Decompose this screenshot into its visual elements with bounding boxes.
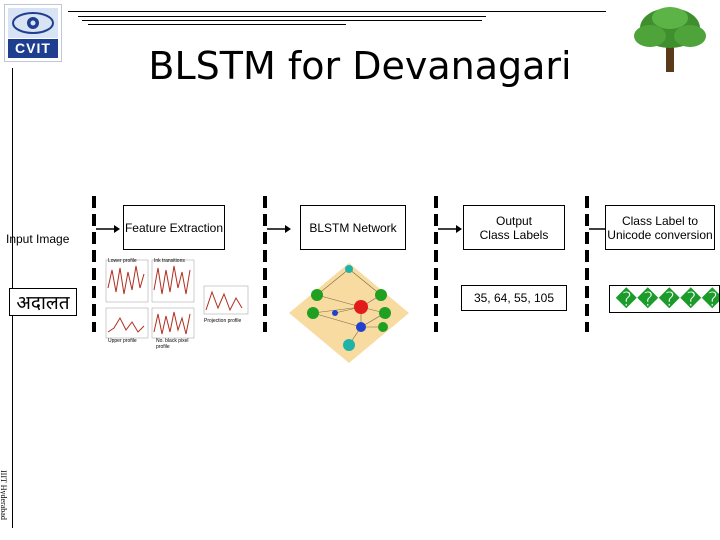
logo-text: CVIT [8,39,58,58]
blstm-network-diagram [283,255,415,370]
cvit-logo: CVIT [4,4,62,62]
class-labels-value: 35, 64, 55, 105 [473,291,555,305]
separator-1 [92,196,96,332]
feature-extraction-label: Feature Extraction [124,220,224,235]
ink-transitions-label: Ink transitions [154,258,185,264]
unicode-conversion-box: Class Label to Unicode conversion [605,205,715,250]
footer-institution: IIIT Hyderabad [0,470,8,520]
output-label-line2: Class Labels [479,227,549,242]
blstm-network-box: BLSTM Network [300,205,406,250]
class-labels-value-box: 35, 64, 55, 105 [461,285,567,311]
lower-profile-label: Lower profile [108,258,137,264]
projection-profile-label: Projection profile [204,318,242,324]
blstm-network-label: BLSTM Network [309,220,397,235]
unicode-label-line2: Unicode conversion [607,227,713,242]
feature-plots-figure: Lower profile Ink transitions Upper prof… [104,258,254,358]
header-rule-4 [88,24,346,25]
unicode-output-glyphs: ����� [616,288,720,311]
header-rule-2 [78,16,486,17]
page-title: BLSTM for Devanagari [148,44,572,88]
arrow-icon [96,225,120,233]
arrow-icon [267,225,291,233]
eye-icon [8,8,58,38]
unicode-output-box: ����� [609,285,720,313]
feature-extraction-box: Feature Extraction [123,205,225,250]
separator-2 [263,196,267,332]
separator-4 [585,196,589,332]
tree-icon [628,4,712,74]
separator-3 [434,196,438,332]
arrow-icon [438,225,462,233]
unicode-label-line1: Class Label to [621,213,699,228]
header-rule-1 [68,11,606,12]
footer-vertical-text: IIIT Hyderabad [0,470,10,530]
upper-profile-label: Upper profile [108,338,137,344]
black-pixel-profile-label: No. black pixel profile [156,338,189,350]
devanagari-word-image: अदालत [9,288,77,316]
header-rule-3 [82,20,482,21]
input-image-label: Input Image [6,232,70,246]
output-class-labels-box: Output Class Labels [463,205,565,250]
output-label-line1: Output [495,213,533,228]
